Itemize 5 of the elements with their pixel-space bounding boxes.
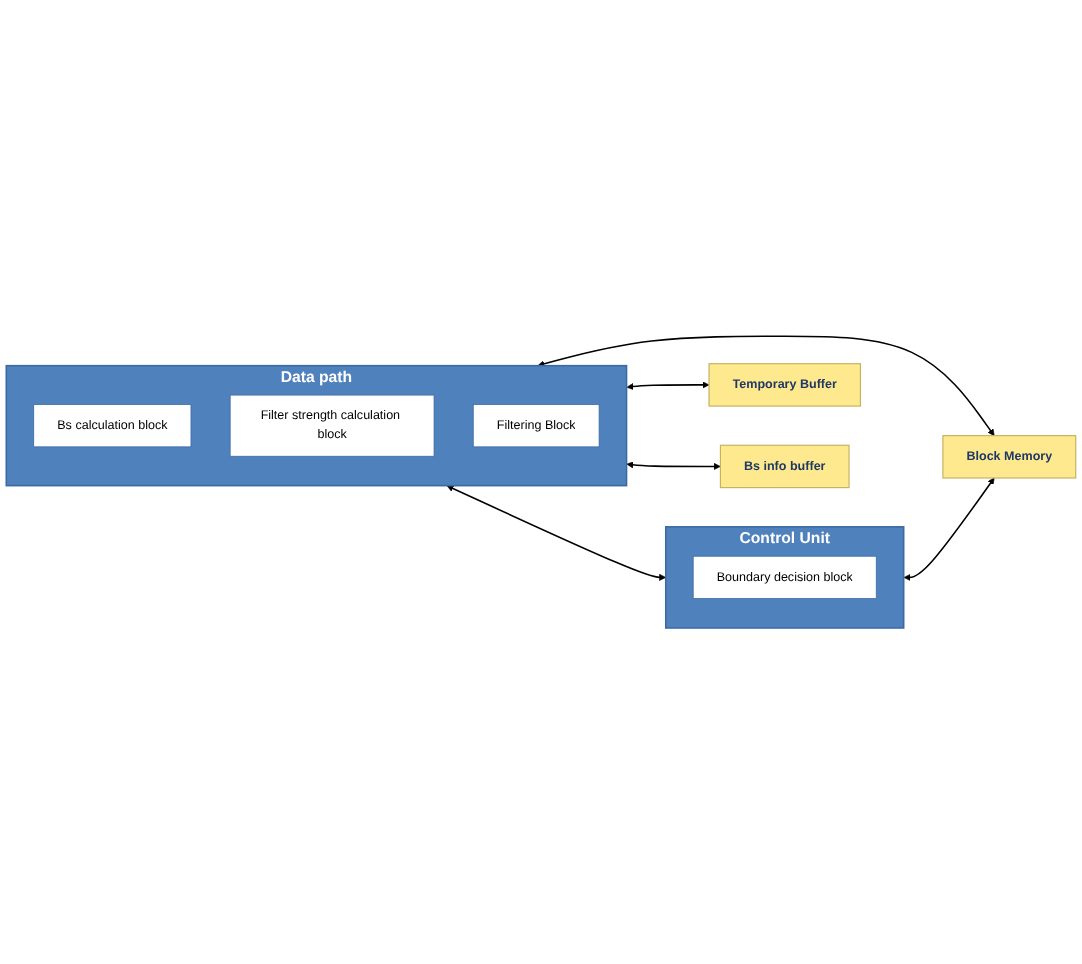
arrow [903, 477, 995, 581]
arrow [626, 461, 721, 470]
arrow [537, 335, 995, 436]
arrow [446, 485, 667, 581]
arrow [626, 381, 710, 390]
